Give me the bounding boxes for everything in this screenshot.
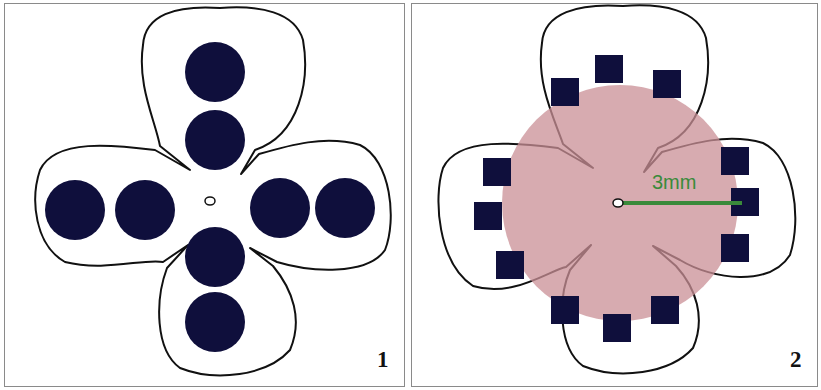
circular-spots: [45, 42, 375, 352]
dimension-label: 3mm: [652, 172, 696, 192]
panel-one-art: [35, 7, 390, 375]
panel-number: 2: [790, 348, 802, 371]
panel-number: 1: [377, 348, 389, 371]
center-loop: [613, 199, 623, 207]
square-spots: [474, 55, 759, 342]
radius-line: [620, 201, 742, 205]
lobed-outline: [35, 7, 390, 375]
center-loop: [205, 197, 215, 205]
panel-frame: [412, 4, 818, 387]
panel-frame: [5, 4, 405, 387]
lobed-outline: [438, 5, 795, 373]
panel-two-art: [438, 5, 795, 373]
